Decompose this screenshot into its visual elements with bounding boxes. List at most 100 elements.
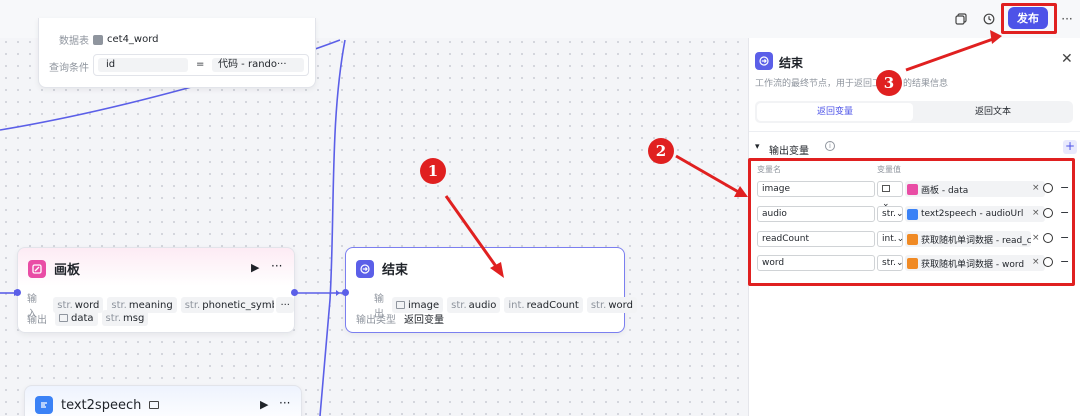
canvas-outputs: 输出 data str.msg bbox=[27, 310, 152, 326]
variable-name-input[interactable]: image bbox=[757, 181, 875, 197]
output-tag-readcount: int.readCount bbox=[504, 297, 583, 313]
input-label: 输入 bbox=[27, 294, 37, 320]
variable-ref-chip[interactable]: text2speech - audioUrl bbox=[905, 206, 1045, 222]
canvas-node-header: 画板 bbox=[28, 259, 80, 278]
remove-row-icon[interactable]: − bbox=[1060, 231, 1070, 244]
info-icon[interactable]: i bbox=[825, 141, 835, 151]
store-icon bbox=[149, 401, 160, 409]
clear-icon[interactable]: × bbox=[1032, 208, 1040, 218]
plugin-icon bbox=[35, 396, 53, 414]
panel-description: 工作流的最终节点，用于返回工作 bbox=[755, 79, 891, 89]
end-icon bbox=[356, 259, 374, 278]
image-type-icon bbox=[59, 314, 68, 322]
tts-node-title: text2speech bbox=[61, 397, 142, 413]
more-inputs-icon[interactable]: ··· bbox=[276, 297, 294, 313]
publish-button[interactable]: 发布 bbox=[1008, 7, 1048, 29]
cond-op: = bbox=[196, 59, 205, 70]
node-more-icon[interactable]: ··· bbox=[271, 259, 283, 273]
column-name-header: 变量名 bbox=[757, 165, 781, 174]
end-output-type: 输出类型 返回变量 bbox=[356, 311, 444, 326]
type-select[interactable]: int.⌄ bbox=[877, 231, 904, 247]
image-type-icon bbox=[396, 301, 405, 309]
variable-ref-chip[interactable]: 画板 - data bbox=[905, 181, 1045, 197]
input-port[interactable] bbox=[14, 289, 21, 296]
condition-row[interactable]: id = 代码 - rando··· bbox=[93, 54, 309, 76]
end-node[interactable]: 结束 输出 image str.audio int.readCount str.… bbox=[342, 247, 637, 333]
target-icon[interactable] bbox=[1043, 183, 1053, 193]
canvas-inputs: 输入 str.word str.meaning str.phonetic_sym… bbox=[27, 290, 298, 320]
type-select[interactable]: str.⌄ bbox=[877, 206, 904, 222]
annotation-badge-1: 1 bbox=[420, 158, 446, 184]
run-icon[interactable]: ▶ bbox=[251, 261, 260, 274]
db-row: 数据表 cet4_word bbox=[59, 32, 159, 47]
tab-return-variables[interactable]: 返回变量 bbox=[757, 103, 913, 121]
output-tag-data: data bbox=[55, 310, 98, 326]
text2speech-node[interactable]: text2speech ▶ ··· bbox=[24, 385, 302, 416]
tab-bar: 返回变量 返回文本 bbox=[755, 101, 1073, 123]
tab-return-text[interactable]: 返回文本 bbox=[974, 107, 1011, 117]
clear-icon[interactable]: × bbox=[1032, 233, 1040, 243]
annotation-badge-2: 2 bbox=[648, 138, 674, 164]
type-select[interactable]: ⌄ bbox=[877, 181, 903, 209]
target-icon[interactable] bbox=[1043, 233, 1053, 243]
target-icon[interactable] bbox=[1043, 208, 1053, 218]
canvas-icon bbox=[28, 259, 46, 278]
canvas-node-title: 画板 bbox=[54, 263, 81, 278]
panel-description-tail: 的结果信息 bbox=[903, 79, 949, 89]
end-icon bbox=[755, 52, 773, 70]
db-value: cet4_word bbox=[107, 34, 159, 45]
code-icon bbox=[907, 257, 918, 269]
remove-row-icon[interactable]: − bbox=[1060, 255, 1070, 268]
section-title: 输出变量 bbox=[769, 146, 809, 157]
code-icon bbox=[907, 233, 918, 245]
copy-icon[interactable] bbox=[952, 10, 970, 28]
remove-row-icon[interactable]: − bbox=[1060, 206, 1070, 219]
output-type-label: 输出类型 bbox=[356, 315, 396, 326]
end-settings-panel: 结束 ✕ 工作流的最终节点，用于返回工作 的结果信息 返回变量 返回文本 ▾ 输… bbox=[748, 38, 1080, 416]
close-icon[interactable]: ✕ bbox=[1061, 51, 1073, 67]
end-node-title: 结束 bbox=[382, 263, 409, 278]
db-label: 数据表 bbox=[59, 36, 89, 47]
output-label: 输出 bbox=[27, 314, 47, 326]
output-tag-image: image bbox=[392, 297, 444, 313]
variable-ref-chip[interactable]: 获取随机单词数据 - word bbox=[905, 255, 1045, 271]
image-type-icon bbox=[882, 185, 890, 192]
end-outputs: 输出 image str.audio int.readCount str.wor… bbox=[374, 290, 641, 320]
cond-field[interactable]: id bbox=[98, 58, 188, 72]
highlight-output-variables bbox=[748, 158, 1075, 286]
node-more-icon[interactable]: ··· bbox=[279, 396, 291, 410]
database-query-node[interactable]: 数据表 cet4_word 查询条件 id = 代码 - rando··· bbox=[38, 18, 316, 88]
highlight-publish bbox=[1001, 3, 1057, 34]
column-value-header: 变量值 bbox=[877, 165, 901, 174]
canvas-node[interactable]: 画板 ▶ ··· 输入 str.word str.meaning str.pho… bbox=[14, 247, 298, 333]
clear-icon[interactable]: × bbox=[1032, 183, 1040, 193]
target-icon[interactable] bbox=[1043, 257, 1053, 267]
variable-ref-chip[interactable]: 获取随机单词数据 - read_co··· bbox=[905, 231, 1031, 247]
input-tag-word: str.word bbox=[53, 297, 104, 313]
output-tag-msg: str.msg bbox=[101, 310, 149, 326]
more-icon[interactable]: ··· bbox=[1061, 12, 1073, 26]
output-port[interactable] bbox=[291, 289, 298, 296]
canvas-icon bbox=[907, 183, 918, 195]
cond-value[interactable]: 代码 - rando··· bbox=[212, 58, 304, 72]
collapse-chevron-icon[interactable]: ▾ bbox=[755, 142, 760, 152]
output-label: 输出 bbox=[374, 294, 384, 320]
tts-node-header: text2speech bbox=[35, 396, 160, 414]
type-select[interactable]: str.⌄ bbox=[877, 255, 904, 271]
variable-name-input[interactable]: readCount bbox=[757, 231, 875, 247]
clear-icon[interactable]: × bbox=[1032, 257, 1040, 267]
divider bbox=[749, 131, 1080, 132]
panel-title: 结束 bbox=[779, 56, 804, 70]
variable-name-input[interactable]: word bbox=[757, 255, 875, 271]
output-type-value: 返回变量 bbox=[404, 315, 444, 326]
run-icon[interactable]: ▶ bbox=[260, 398, 269, 411]
input-port[interactable] bbox=[342, 289, 349, 296]
remove-row-icon[interactable]: − bbox=[1060, 181, 1070, 194]
variable-name-input[interactable]: audio bbox=[757, 206, 875, 222]
output-tag-audio: str.audio bbox=[447, 297, 501, 313]
history-icon[interactable] bbox=[980, 10, 998, 28]
add-variable-icon[interactable]: + bbox=[1063, 139, 1077, 154]
annotation-badge-3: 3 bbox=[876, 70, 902, 96]
output-tag-word: str.word bbox=[586, 297, 637, 313]
